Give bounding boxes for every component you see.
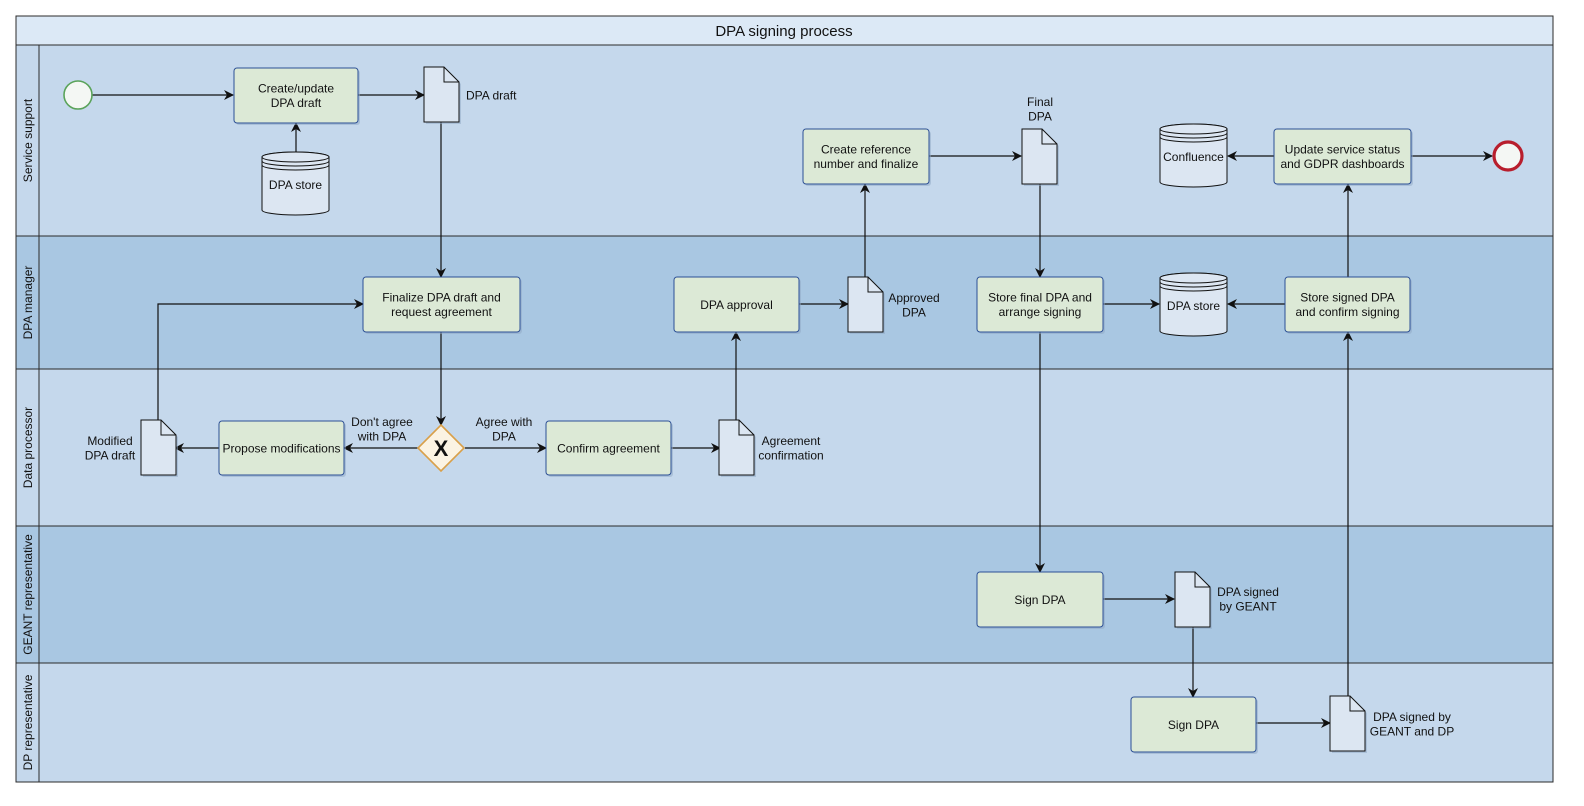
- task-label: and GDPR dashboards: [1280, 157, 1404, 171]
- task-label: DPA approval: [700, 298, 773, 312]
- document-label: DPA: [902, 306, 926, 320]
- lane-geant: GEANT representative: [15, 525, 1554, 664]
- datastore-label: DPA store: [269, 178, 322, 192]
- task-label: Sign DPA: [1168, 718, 1219, 732]
- document-label: Approved: [888, 291, 939, 305]
- lane-label: Data processor: [21, 407, 35, 488]
- pool: DPA signing process: [15, 15, 1554, 46]
- document-label: DPA draft: [466, 88, 517, 102]
- document-label: DPA signed by: [1373, 710, 1451, 724]
- pool-title-bar: [15, 15, 1554, 46]
- task-label: Confirm agreement: [557, 441, 660, 455]
- end-event: [1492, 140, 1524, 172]
- task-label: DPA draft: [271, 96, 322, 110]
- datastore-confluence: Confluence: [1159, 123, 1228, 188]
- lane-body: [15, 525, 1554, 664]
- start-event: [63, 80, 93, 110]
- document-label: DPA signed: [1217, 585, 1279, 599]
- datastore-store-service: DPA store: [261, 151, 330, 216]
- task-label: Store signed DPA: [1300, 291, 1395, 305]
- gateway-symbol: X: [434, 436, 449, 461]
- document-label: GEANT and DP: [1370, 725, 1454, 739]
- task-dpa-approval: DPA approval: [673, 276, 801, 334]
- task-sign-geant: Sign DPA: [976, 571, 1105, 629]
- task-label: number and finalize: [814, 157, 919, 171]
- document-label: by GEANT: [1219, 600, 1277, 614]
- pool-title: DPA signing process: [715, 23, 852, 40]
- task-sign-dp: Sign DPA: [1130, 696, 1258, 754]
- exclusive-gateway: X: [416, 423, 466, 473]
- lane-header: [15, 662, 40, 783]
- task-label: arrange signing: [999, 305, 1082, 319]
- branch-label: DPA: [492, 430, 516, 444]
- task-label: Store final DPA and: [988, 291, 1092, 305]
- task-propose-mod: Propose modifications: [218, 420, 346, 477]
- document-label: Agreement: [762, 434, 821, 448]
- task-confirm-agreement: Confirm agreement: [545, 420, 673, 477]
- branch-label: Don't agree: [351, 415, 413, 429]
- sequence-flow: [157, 299, 364, 420]
- task-label: Create reference: [821, 143, 911, 157]
- task-label: Create/update: [258, 82, 334, 96]
- lane-label: Service support: [21, 98, 35, 182]
- document-label: Modified: [87, 434, 132, 448]
- lane-label: DP representative: [21, 674, 35, 770]
- document-label: DPA: [1028, 110, 1052, 124]
- document-label: confirmation: [758, 449, 823, 463]
- task-label: Sign DPA: [1014, 593, 1065, 607]
- branch-label: Agree with: [476, 415, 533, 429]
- task-label: Propose modifications: [222, 441, 340, 455]
- sequence-flows: [92, 90, 1493, 728]
- task-label: request agreement: [391, 305, 492, 319]
- document-label: Final: [1027, 95, 1053, 109]
- task-label: Finalize DPA draft and: [382, 291, 501, 305]
- datastore-label: DPA store: [1167, 299, 1220, 313]
- lane-label: DPA manager: [21, 266, 35, 340]
- lane-label: GEANT representative: [21, 534, 35, 655]
- branch-label: with DPA: [357, 430, 406, 444]
- datastore-label: Confluence: [1163, 150, 1224, 164]
- document-dpa-draft: DPA draft: [423, 66, 517, 124]
- task-label: Update service status: [1285, 143, 1400, 157]
- datastore-store-mgr: DPA store: [1159, 272, 1228, 337]
- task-label: and confirm signing: [1295, 305, 1399, 319]
- document-label: DPA draft: [85, 449, 136, 463]
